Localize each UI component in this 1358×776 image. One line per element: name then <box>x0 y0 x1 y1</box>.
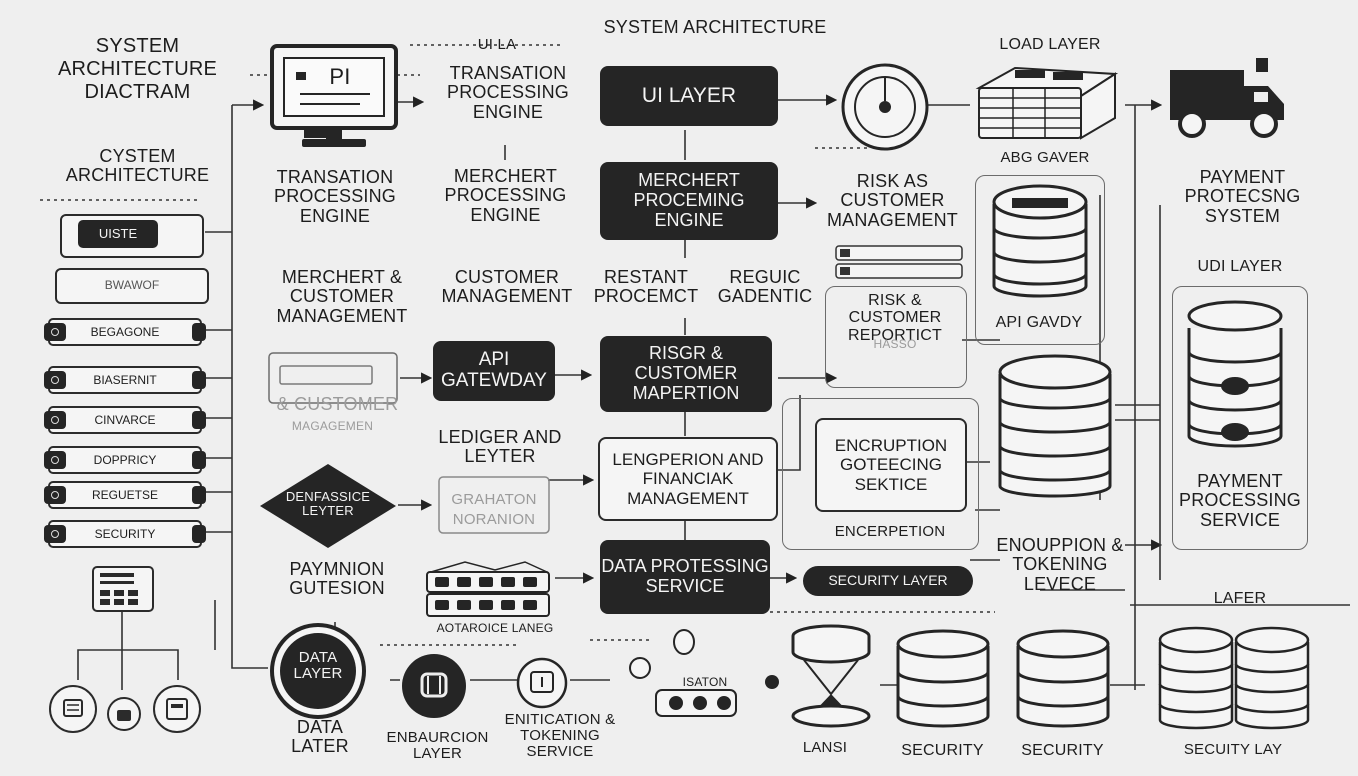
payment-label: PAYMNION GUTESION <box>289 559 385 599</box>
ui-layer-box[interactable]: UI LAYER <box>600 66 778 126</box>
truck-icon <box>1170 58 1284 138</box>
blurred-card <box>438 476 550 534</box>
load-layer-label: LOAD LAYER <box>999 36 1101 53</box>
left-item-pill[interactable]: BEGAGONE <box>44 318 206 346</box>
database-icon-api <box>992 184 1088 298</box>
encerpetion-label: ENCERPETION <box>834 523 946 540</box>
risk-customer-management-label: RISK AS CUSTOMER MANAGEMENT <box>826 171 958 230</box>
double-coin-stack-icon <box>1158 626 1310 730</box>
transaction-engine-label: TRANSATION PROCESSING ENGINE <box>273 167 397 226</box>
blurred-card-text-2: NORANION <box>452 511 536 528</box>
small-icon-cluster <box>629 629 779 717</box>
server-rack-icon <box>426 561 550 617</box>
abg-gaver-label: ABG GAVER <box>1000 149 1090 166</box>
hourglass-db-icon <box>791 624 871 728</box>
encryption-box[interactable]: ENCRUPTION GOTEECING SEKTICE <box>815 418 967 512</box>
token-circle-icon <box>516 657 568 709</box>
left-item-label: BEGAGONE <box>90 325 160 339</box>
left-item-label: SECURITY <box>94 527 156 541</box>
data-layer-label: DATA LAYER <box>293 649 343 683</box>
payment-service-label: PAYMENT PROCESSING SERVICE <box>1178 471 1302 530</box>
left-stack-base: BWAWOF <box>55 268 209 304</box>
api-gavdy-label: API GAVDY <box>995 314 1083 331</box>
left-subtitle: CYSTEM ARCHITECTURE <box>65 146 210 186</box>
data-later-label: DATA LATER <box>291 717 349 757</box>
diagram-title: SYSTEM ARCHITECTURE <box>603 17 827 37</box>
server-label: AOTAROICE LANEG <box>436 621 554 635</box>
database-icon-main <box>998 354 1112 498</box>
left-item-label: BIASERNIT <box>93 373 157 387</box>
security-lay-label: SECUITY LAY <box>1183 741 1283 758</box>
data-layer-circle <box>270 623 366 719</box>
monitor-icon <box>270 44 398 147</box>
ledger-label: LEDIGER AND LEYTER <box>438 427 562 467</box>
left-item-label: CINVARCE <box>94 413 156 427</box>
blurred-form-panel <box>268 352 398 404</box>
stacked-blocks-icon <box>975 66 1119 140</box>
left-item-pill[interactable]: DOPPRICY <box>44 446 206 474</box>
toggle-bars-icon <box>835 245 963 279</box>
target-dial-icon <box>841 63 929 151</box>
transaction-engine-label-2: TRANSATION PROCESSING ENGINE <box>446 63 570 122</box>
lanes-label: LANSI <box>802 739 848 756</box>
udi-layer-label: UDI LAYER <box>1197 258 1283 275</box>
merchant-processing-label: MERCHERT PROCESSING ENGINE <box>444 166 567 225</box>
encryption-circle-icon <box>402 654 466 718</box>
diamond-decision-shape <box>260 464 396 548</box>
blurred-hasso: HASSO <box>873 337 917 351</box>
payment-system-label: PAYMENT PROTECSNG SYSTEM <box>1184 167 1301 226</box>
risk-reporting-label: RISK & CUSTOMER REPORTICT <box>848 292 942 344</box>
enitication-label: ENITICATION & TOKENING SERVICE <box>504 711 616 761</box>
left-stack-label: UISTE <box>78 220 158 248</box>
customer-management-label: CUSTOMER MANAGEMENT <box>441 267 573 307</box>
security-db-icon-2 <box>1016 629 1110 728</box>
left-item-pill[interactable]: CINVARCE <box>44 406 206 434</box>
monitor-screen-text: PI <box>329 64 351 89</box>
panel-circle-icon <box>153 685 201 733</box>
security-label-b: SECURITY <box>1021 742 1104 759</box>
encryption-panel <box>782 398 979 550</box>
encryption-layer-label: ENBAURCION LAYER <box>386 729 489 763</box>
merchant-customer-label: MERCHERT & CUSTOMER MANAGEMENT <box>276 267 408 326</box>
security-label-a: SECURITY <box>901 742 984 759</box>
left-item-pill[interactable]: REGUETSE <box>44 481 206 509</box>
lafer-label: LAFER <box>1213 590 1267 607</box>
ledger-financial-box[interactable]: LENGPERION AND FINANCIAK MANAGEMENT <box>598 437 778 521</box>
ui-layer-top-label: UI LA <box>477 36 517 53</box>
blurred-management-label: MAGAGEMEN <box>291 419 374 433</box>
left-title: SYSTEM ARCHITECTURE DIACTRAM <box>57 35 218 103</box>
blurred-customer-label: & CUSTOMER <box>276 394 399 414</box>
enouppion-label: ENOUPPION & TOKENING LEVECE <box>996 535 1124 594</box>
security-db-icon-1 <box>896 629 990 728</box>
payment-service-panel <box>1172 286 1308 550</box>
left-item-pill[interactable]: SECURITY <box>44 520 206 548</box>
coin-stack-icon <box>1187 300 1283 448</box>
device-circle-icon <box>49 685 97 733</box>
misc-label: ISATON <box>682 675 728 689</box>
data-processing-box[interactable]: DATA PROTESSING SERVICE <box>600 540 770 614</box>
security-layer-pill[interactable]: SECURITY LAYER <box>803 566 973 596</box>
risk-customer-box[interactable]: RISGR & CUSTOMER MAPERTION <box>600 336 772 412</box>
lock-circle-icon <box>107 697 141 731</box>
form-grid-icon <box>92 566 154 612</box>
risk-report-panel <box>825 286 967 388</box>
left-item-pill[interactable]: BIASERNIT <box>44 366 206 394</box>
left-item-label: DOPPRICY <box>93 453 157 467</box>
api-gateway-box[interactable]: API GATEWDAY <box>433 341 555 401</box>
diamond-label: DENFASSICE LEYTER <box>285 489 371 519</box>
regulatory-label: REGUIC GADENTIC <box>717 267 813 307</box>
merchant-processing-box[interactable]: MERCHERT PROCEMING ENGINE <box>600 162 778 240</box>
left-item-label: REGUETSE <box>91 488 158 502</box>
restant-label: RESTANT PROCEMCT <box>593 267 699 307</box>
blurred-card-text: GRAHATON <box>451 491 537 508</box>
api-db-panel <box>975 175 1105 345</box>
